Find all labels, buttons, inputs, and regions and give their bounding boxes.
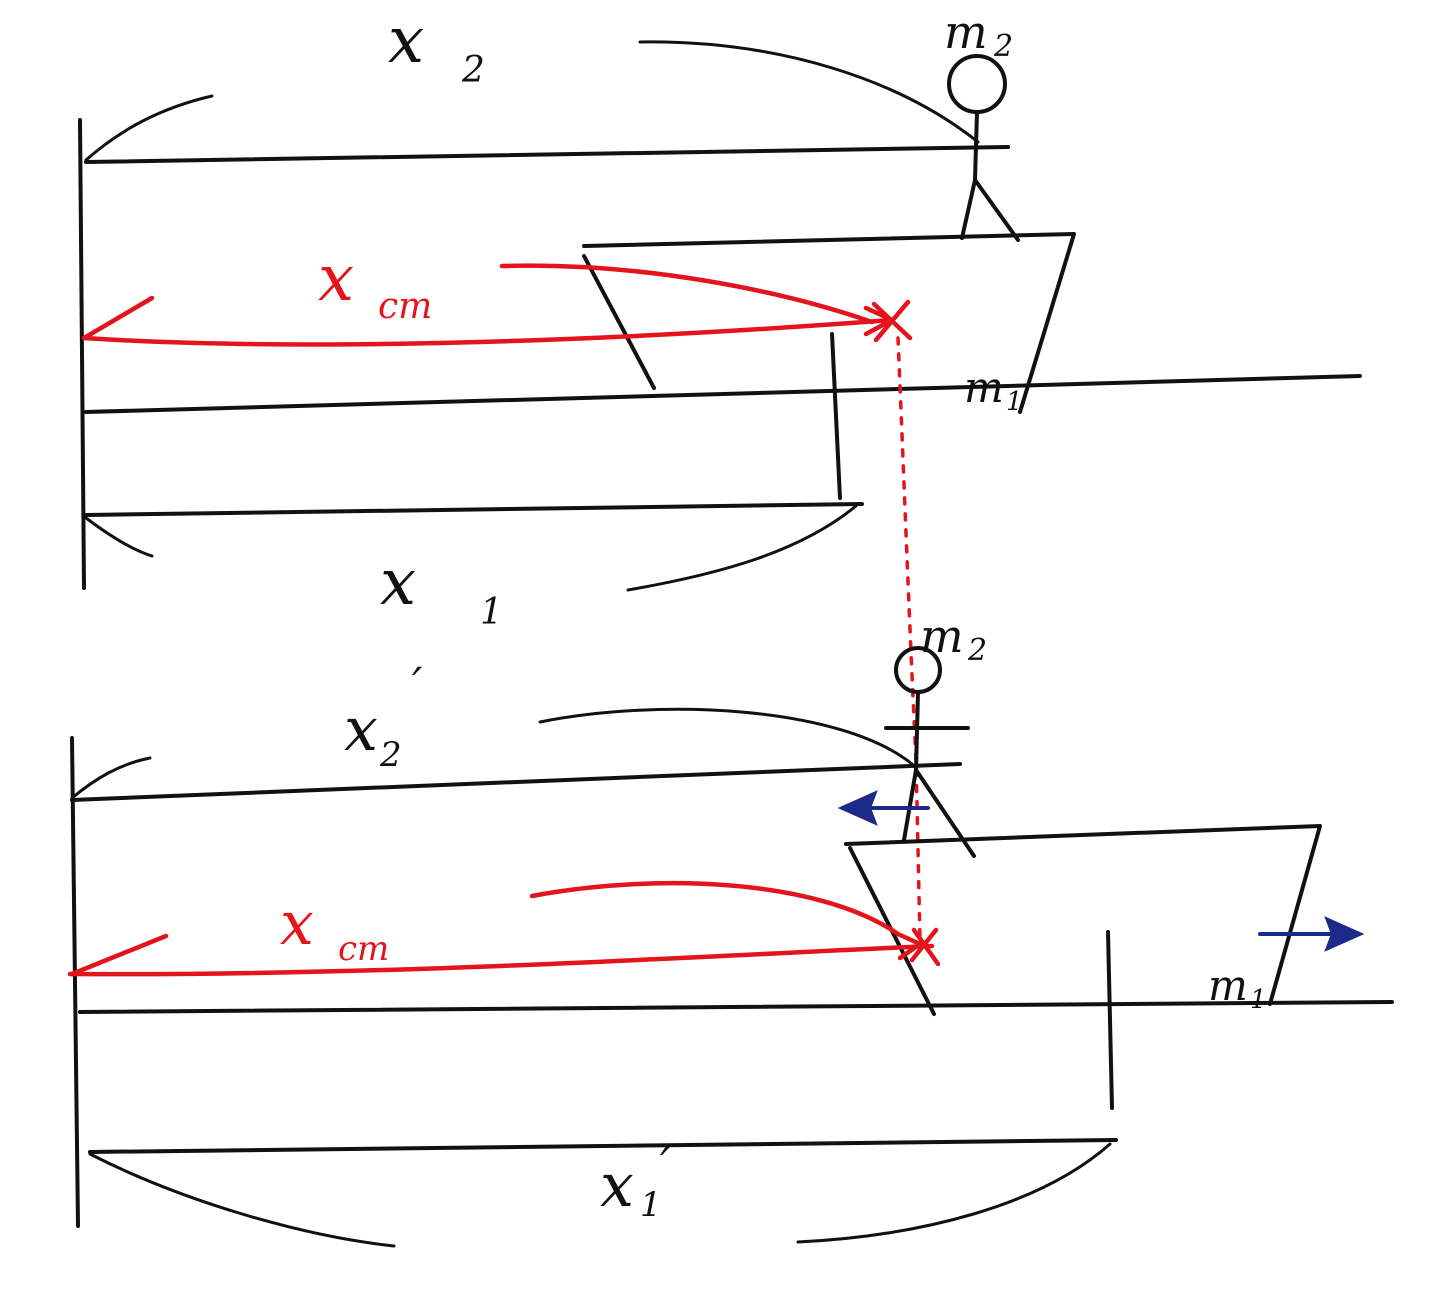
top-x2-brace-right [638,40,980,144]
top-center-of-mass-marker [871,299,913,343]
top-water-line [84,374,1362,414]
bottom-person-left-leg [902,768,918,842]
top-boat-hull-left [582,254,656,390]
bottom-person-body [914,690,920,772]
bottom-m2-subscript: 2 [967,633,987,668]
top-xcm-arrow-line [81,317,895,347]
bottom-x1-subscript: 1 [640,1185,662,1225]
bottom-x2-prime: ′ [412,657,423,711]
top-x1-label: x [380,546,416,620]
bottom-x2-brace-right [538,707,914,766]
bottom-boat-motion-arrowhead [1324,916,1365,952]
bottom-m1-subscript: 1 [1250,985,1267,1015]
top-x2-subscript: 2 [461,50,485,91]
bottom-x1-brace-left [88,1152,396,1248]
bottom-xcm-arrow-line [67,943,935,977]
top-person-head [947,54,1007,114]
top-scene: x 2 m 2 m 1 x cm x 1 [78,4,1362,633]
center-of-mass-guide [896,336,922,942]
bottom-water-line [78,1000,1394,1014]
top-m1-subscript: 1 [1006,387,1023,417]
top-x2-brace-left [84,94,214,162]
top-x2-label: x [388,4,424,78]
top-xcm-brace [499,263,875,325]
top-person-body [973,110,979,182]
top-x1-brace-right [626,504,858,592]
bottom-xcm-subscript: cm [338,929,389,969]
bottom-scene: x 2 ′ m 2 m 1 x cm [67,609,1394,1248]
bottom-x1-tick [1106,930,1114,1110]
top-reference-line [78,118,86,590]
bottom-x1-label: x [600,1151,634,1221]
top-x2-dimension-line [84,145,1010,164]
top-xcm-arrowhead-left [81,295,155,341]
bottom-person-motion-arrowhead [837,790,878,826]
bottom-x2-dimension-line [70,762,962,802]
bottom-xcm-label: x [280,889,314,959]
bottom-x1-dimension-line [88,1138,1118,1154]
top-m2-label: m [944,5,988,59]
top-boat-hull-right [582,232,1076,414]
bottom-m2-label: m [920,609,964,663]
top-x1-tick [830,332,842,500]
bottom-xcm-brace [529,880,901,937]
bottom-x2-subscript: 2 [379,735,402,775]
top-xcm-subscript: cm [378,286,432,327]
top-x1-dimension-line [84,502,864,517]
top-person-right-leg [973,178,1020,242]
bottom-x1-brace-right [796,1142,1112,1244]
bottom-center-of-mass-marker [909,927,941,967]
bottom-x1-prime: ′ [660,1137,671,1191]
bottom-reference-line [70,736,80,1228]
bottom-xcm-arrowhead-right [895,931,923,961]
top-m2-subscript: 2 [993,29,1013,64]
top-x1-subscript: 1 [480,592,503,633]
top-person-left-leg [960,178,977,240]
bottom-boat-hull-right [844,824,1322,1006]
bottom-x2-label: x [344,695,378,765]
bottom-xcm-arrowhead-left [69,933,169,977]
bottom-person-right-leg [914,768,976,858]
top-x1-brace-left [84,516,154,558]
bottom-x2-brace-left [70,756,152,800]
top-xcm-label: x [318,242,354,316]
